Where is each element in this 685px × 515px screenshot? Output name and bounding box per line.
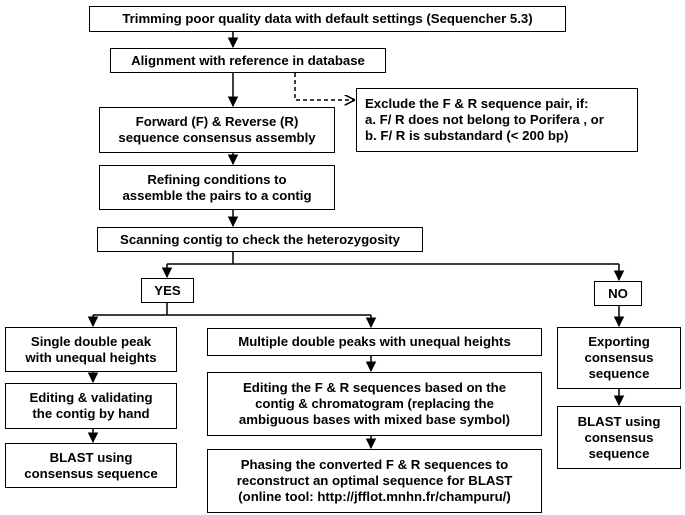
step-exclude-pair: Exclude the F & R sequence pair, if: a. …: [356, 88, 638, 152]
decision-no-label: NO: [608, 285, 628, 301]
step-exporting-consensus: Exporting consensus sequence: [557, 327, 681, 389]
step-blast-left-line-2: consensus sequence: [24, 465, 158, 481]
step-trimming-line-1: Trimming poor quality data with default …: [122, 11, 533, 26]
step-edit-fr-line-2: contig & chromatogram (replacing the: [255, 396, 494, 411]
step-exclude-line-1: Exclude the F & R sequence pair, if:: [365, 96, 589, 111]
step-refine-line-2: assemble the pairs to a contig: [122, 187, 312, 203]
step-refining-conditions: Refining conditions to assemble the pair…: [99, 165, 335, 210]
step-fr-consensus-assembly: Forward (F) & Reverse (R) sequence conse…: [99, 107, 335, 153]
step-alignment-line-1: Alignment with reference in database: [131, 52, 365, 68]
step-multiple-line-1: Multiple double peaks with unequal heigh…: [238, 334, 511, 349]
step-refine-line-1: Refining conditions to: [147, 171, 287, 187]
step-edit-hand-line-2: the contig by hand: [32, 406, 150, 421]
dashed-arrow-to-exclude: [294, 73, 354, 100]
step-alignment: Alignment with reference in database: [110, 48, 386, 73]
step-phase-line-1: Phasing the converted F & R sequences to: [240, 457, 509, 472]
step-export-line-2: consensus: [584, 350, 654, 365]
step-exclude-line-2: a. F/ R does not belong to Porifera , or: [365, 112, 604, 127]
step-single-double-peak: Single double peak with unequal heights: [5, 327, 177, 372]
step-blast-right-line-3: sequence: [588, 445, 650, 461]
step-blast-right-line-1: BLAST using: [577, 413, 661, 429]
step-trimming: Trimming poor quality data with default …: [89, 6, 566, 32]
step-export-line-3: sequence: [588, 366, 650, 381]
step-blast-consensus-left: BLAST using consensus sequence: [5, 443, 177, 488]
step-blast-consensus-right: BLAST using consensus sequence: [557, 406, 681, 469]
step-fr-line-1: Forward (F) & Reverse (R): [135, 114, 299, 129]
step-editing-by-hand: Editing & validating the contig by hand: [5, 383, 177, 429]
step-fr-line-2: sequence consensus assembly: [118, 130, 316, 145]
step-exclude-line-3: b. F/ R is substandard (< 200 bp): [365, 128, 569, 143]
step-single-line-1: Single double peak: [30, 333, 152, 349]
decision-no: NO: [594, 281, 642, 306]
step-blast-right-line-2: consensus: [584, 429, 654, 445]
decision-yes: YES: [141, 278, 194, 303]
step-phase-line-2: reconstruct an optimal sequence for BLAS…: [236, 473, 513, 488]
step-single-line-2: with unequal heights: [25, 349, 157, 365]
step-edit-fr-line-3: ambiguous bases with mixed base symbol): [238, 412, 511, 427]
step-export-line-1: Exporting: [588, 334, 650, 349]
step-editing-fr-sequences: Editing the F & R sequences based on the…: [207, 372, 542, 436]
step-scanning-contig: Scanning contig to check the heterozygos…: [97, 227, 423, 252]
step-blast-left-line-1: BLAST using: [49, 449, 133, 465]
step-phasing-sequences: Phasing the converted F & R sequences to…: [207, 449, 542, 513]
step-phase-line-3: (online tool: http://jfflot.mnhn.fr/cham…: [238, 489, 511, 504]
step-edit-fr-line-1: Editing the F & R sequences based on the: [242, 380, 507, 395]
step-multiple-double-peaks: Multiple double peaks with unequal heigh…: [207, 328, 542, 356]
decision-yes-label: YES: [154, 282, 181, 298]
step-scan-line-1: Scanning contig to check the heterozygos…: [120, 231, 400, 247]
step-edit-hand-line-1: Editing & validating: [29, 390, 153, 405]
